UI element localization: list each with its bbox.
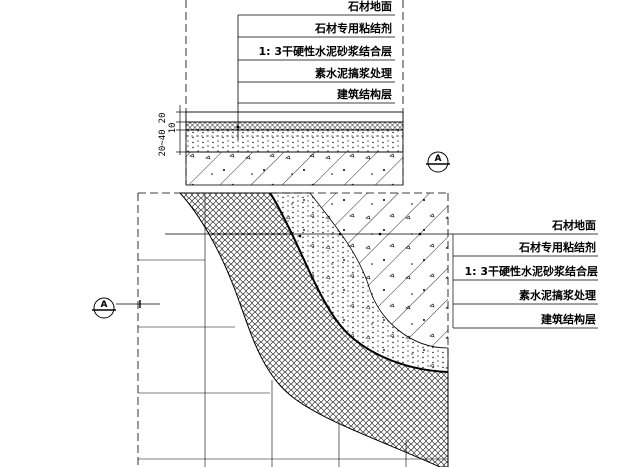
- top-layer-label-2: 石材专用粘结剂: [314, 21, 392, 35]
- bottom-layer-label-1: 石材地面: [551, 218, 596, 232]
- top-layer-label-1: 石材地面: [347, 0, 392, 13]
- top-layer-label-3: 1: 3干硬性水泥砂浆结合层: [258, 44, 392, 58]
- dimension-20: 20: [158, 113, 168, 124]
- dimension-20-40: 20~40: [158, 129, 168, 156]
- section-mark-bottom: A: [92, 297, 160, 319]
- top-section: 石材地面 石材专用粘结剂 1: 3干硬性水泥砂浆结合层 素水泥搞浆处理 建筑结构…: [158, 0, 450, 186]
- bottom-layer-label-2: 石材专用粘结剂: [518, 240, 596, 254]
- bottom-layer-label-4: 素水泥搞浆处理: [519, 288, 596, 302]
- bottom-layer-label-5: 建筑结构层: [541, 312, 596, 326]
- svg-text:A: A: [435, 154, 442, 164]
- dimension-10: 10: [168, 123, 178, 134]
- bottom-layer-label-3: 1: 3干硬性水泥砂浆结合层: [464, 264, 598, 278]
- svg-text:A: A: [101, 300, 108, 310]
- section-mark-top: A: [426, 151, 450, 173]
- top-layer-label-4: 素水泥搞浆处理: [315, 66, 392, 80]
- top-layer-label-5: 建筑结构层: [337, 87, 392, 101]
- bottom-section: 石材地面 石材专用粘结剂 1: 3干硬性水泥砂浆结合层 素水泥搞浆处理 建筑结构…: [92, 192, 598, 467]
